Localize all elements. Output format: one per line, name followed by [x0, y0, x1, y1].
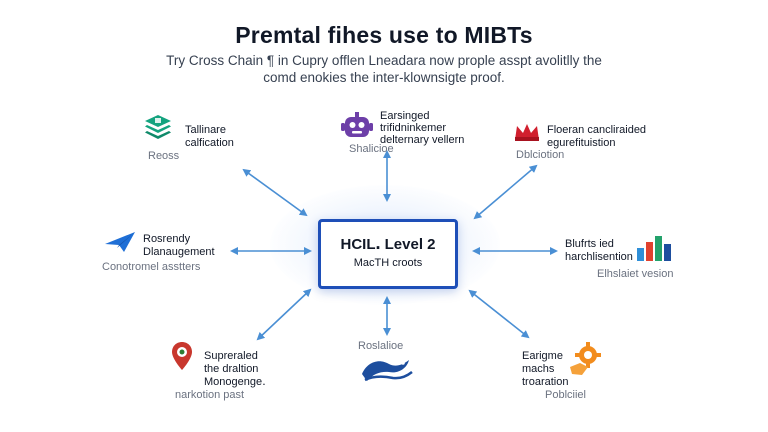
location-pin-icon	[172, 342, 192, 370]
hub-subtitle: MacTH croots	[353, 257, 423, 269]
stacked-layers-icon	[145, 115, 171, 139]
node-bottom-left-caption: narkotion past	[175, 389, 245, 401]
node-bottom-right-label: Earigme machs troaration	[522, 350, 569, 388]
hub-title: HCIL․ Level 2	[340, 236, 436, 253]
crown-icon	[515, 124, 539, 141]
page-subtitle: Try Cross Chain ¶ in Cupry offlen Lneada…	[166, 53, 602, 85]
node-mid-right-caption-wrap: Elhslaiet vesion	[597, 268, 673, 281]
node-top-center[interactable]: Earsinged trifidninkemer delternary vell…	[380, 110, 490, 146]
page-title: Premtal fihes use to MIBTs	[235, 22, 533, 48]
node-top-left-caption-wrap: Reoss	[148, 150, 179, 163]
node-top-center-caption-wrap: Shalicioe	[349, 143, 394, 156]
central-hub-box[interactable]: HCIL․ Level 2 MacTH croots	[318, 219, 458, 289]
node-bottom-right-caption: Poblciiel	[545, 389, 586, 401]
arrow-top-left	[242, 168, 308, 217]
wave-logo-icon	[362, 360, 413, 382]
node-mid-left-label: Rosrendy Dlanaugement	[143, 233, 215, 258]
paper-plane-icon	[105, 232, 135, 252]
arrow-bottom-left	[256, 288, 312, 341]
node-bottom-right-caption-wrap: Poblciiel	[545, 389, 586, 402]
node-top-right-caption: Dblciotion	[516, 149, 565, 161]
node-mid-left-caption-wrap: Conotromel asstters	[102, 261, 200, 274]
node-top-left-label: Tallinare calfication	[185, 124, 234, 149]
node-bottom-center-caption: Roslalioe	[358, 340, 404, 352]
node-mid-left[interactable]: Rosrendy Dlanaugement	[143, 233, 233, 259]
node-mid-right-caption: Elhslaiet vesion	[597, 268, 674, 280]
node-mid-left-caption: Conotromel asstters	[102, 261, 201, 273]
node-bottom-center[interactable]: Roslalioe	[358, 340, 428, 353]
node-mid-right-label: Blufrts ied harchlisention	[565, 238, 633, 263]
robot-icon	[341, 112, 373, 137]
bar-chart-icon	[637, 236, 671, 261]
node-top-left-caption: Reoss	[148, 150, 180, 162]
node-bottom-left-label: Supreraled the draltion Monogenge․	[204, 350, 266, 388]
node-mid-right[interactable]: Blufrts ied harchlisention	[565, 238, 645, 264]
arrow-top-right	[473, 164, 538, 220]
node-top-right-label: Floeran cancliraided egurefituistion	[547, 124, 647, 149]
node-top-center-label: Earsinged trifidninkemer delternary vell…	[380, 110, 465, 146]
node-top-right-caption-wrap: Dblciotion	[516, 149, 564, 162]
node-bottom-right[interactable]: Earigme machs troaration	[522, 350, 592, 389]
node-top-right[interactable]: Floeran cancliraided egurefituistion	[547, 124, 677, 150]
node-bottom-left[interactable]: Supreraled the draltion Monogenge․	[170, 350, 270, 389]
gear-hand-icon	[570, 342, 601, 375]
node-top-left[interactable]: Tallinare calfication	[185, 124, 275, 150]
node-bottom-left-caption-wrap: narkotion past	[175, 389, 244, 402]
arrow-bottom-right	[468, 289, 530, 339]
node-top-center-caption: Shalicioe	[349, 143, 394, 155]
